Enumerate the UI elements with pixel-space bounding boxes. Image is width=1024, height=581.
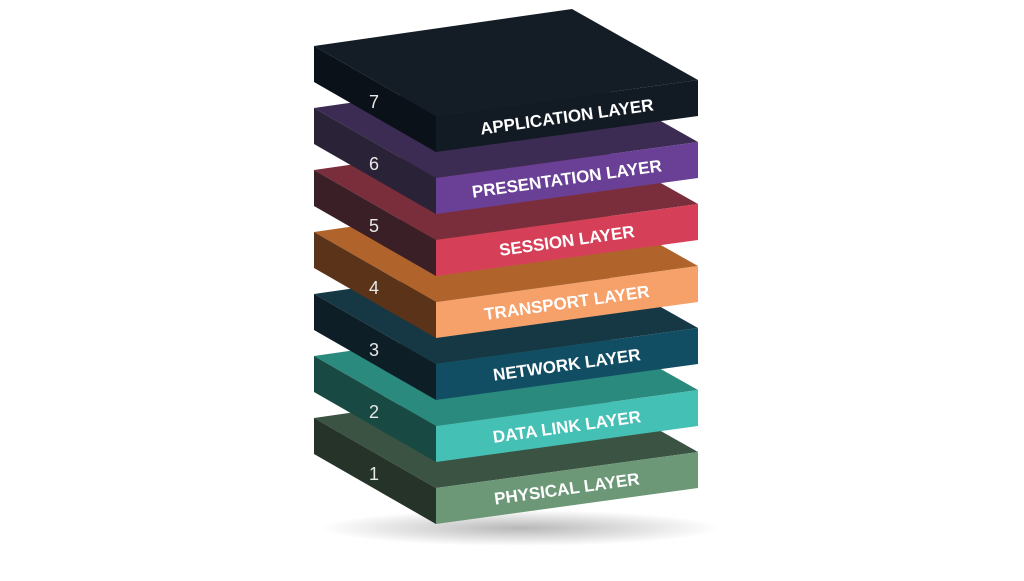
layer-front-face <box>436 142 698 214</box>
stack-shadow <box>320 510 720 546</box>
layer-number: 4 <box>369 278 379 298</box>
layer-number: 6 <box>369 154 379 174</box>
layer-front-face <box>436 204 698 276</box>
layer-side-face <box>314 294 436 400</box>
layer-top-face <box>314 9 698 116</box>
layer-number: 7 <box>369 92 379 112</box>
layer-number: 5 <box>369 216 379 236</box>
layer-side-face <box>314 108 436 214</box>
layer-side-face <box>314 356 436 462</box>
layer-number: 3 <box>369 340 379 360</box>
layer-front-face <box>436 266 698 338</box>
layer-side-face <box>314 418 436 524</box>
layer-side-face <box>314 46 436 152</box>
layer-front-face <box>436 452 698 524</box>
layer-front-face <box>436 328 698 400</box>
layer-front-face <box>436 80 698 152</box>
layer-number: 2 <box>369 402 379 422</box>
layer-front-face <box>436 390 698 462</box>
layer-side-face <box>314 170 436 276</box>
layer-side-face <box>314 232 436 338</box>
layer-number: 1 <box>369 464 379 484</box>
